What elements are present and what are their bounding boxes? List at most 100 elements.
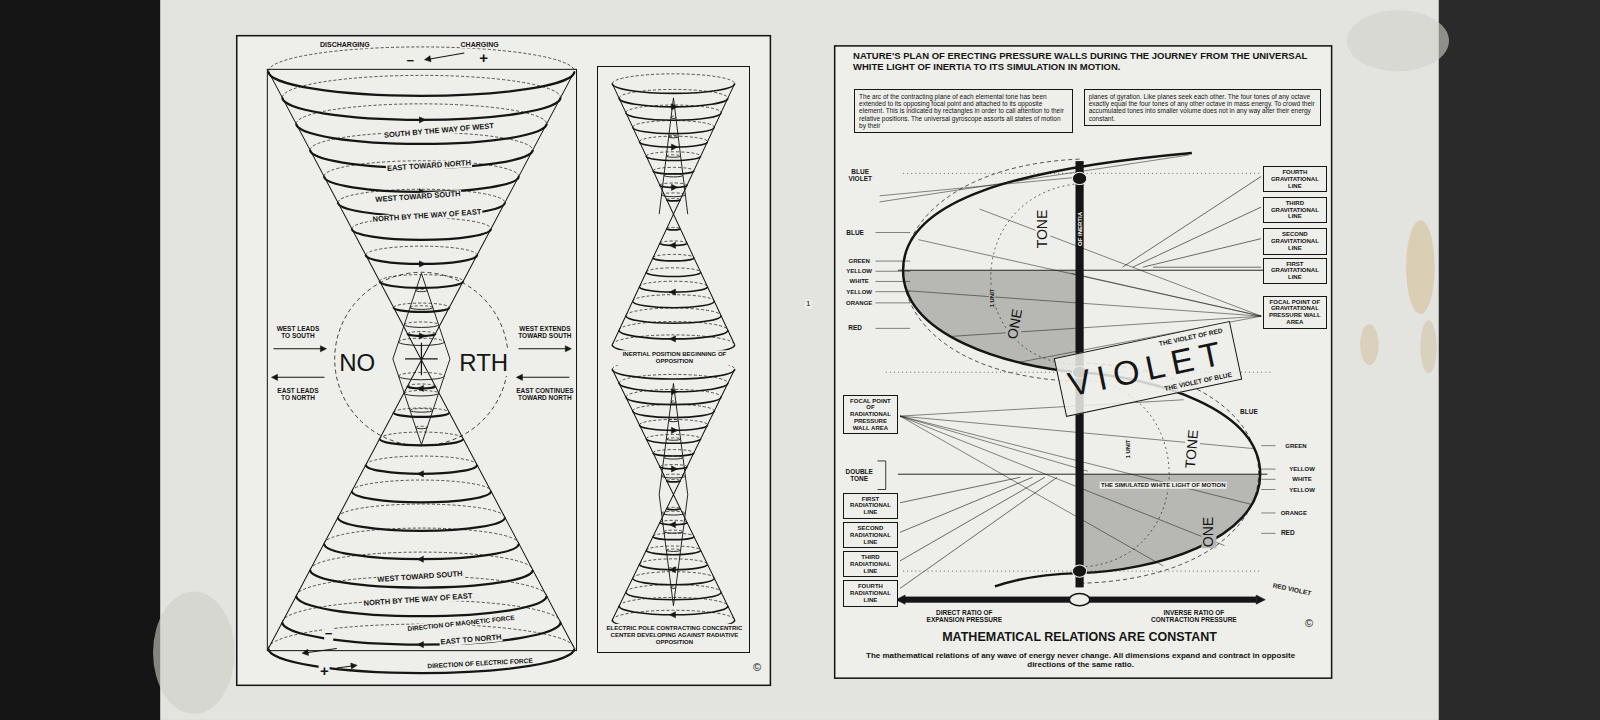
fan-line [900, 416, 1163, 566]
inner-cone [659, 383, 688, 494]
paper [160, 0, 1439, 720]
spiral-front [626, 113, 721, 121]
spiral-back [639, 281, 707, 286]
spiral-arrow [671, 427, 677, 433]
spiral-back [666, 549, 680, 550]
spiral-front [612, 84, 734, 94]
stain [1420, 320, 1436, 373]
arrowhead [424, 56, 431, 62]
spiral-back [639, 559, 707, 564]
stain [1360, 324, 1378, 365]
panel-frame [237, 36, 771, 686]
color-tick [1261, 533, 1275, 534]
ratio-label: DIRECT RATIO OF EXPANSION PRESSURE [916, 609, 1012, 623]
spiral-front [646, 272, 700, 276]
spiral-back [639, 136, 707, 141]
axis-label: THE SIMULATED WHITE LIGHT OF MOTION [1100, 482, 1227, 488]
box-text: SECOND GRAVITATIONAL LINE [1266, 231, 1323, 251]
color-tick [1261, 512, 1275, 513]
spiral-arrow [669, 242, 675, 248]
spiral-front [404, 393, 438, 396]
charge-arrow [306, 649, 337, 653]
leader-line [1153, 267, 1261, 268]
note-box: planes of gyration. Like planes seek eac… [1084, 89, 1322, 126]
spiral-front [671, 587, 676, 588]
note-box: The arc of the contracting plane of each… [854, 89, 1073, 133]
diagram-title: NATURE'S PLAN OF ERECTING PRESSURE WALLS… [853, 51, 1324, 73]
spiral-front [662, 513, 686, 515]
spiral-arrow [671, 184, 677, 190]
spiral-back [633, 121, 715, 128]
spiral-front [394, 308, 450, 312]
arrowhead [320, 346, 326, 352]
spiral-back [667, 227, 681, 228]
tone-label: TONE [1035, 209, 1050, 250]
color-label: RED [847, 325, 863, 332]
direction-arrow [520, 377, 569, 378]
spiral-back [626, 585, 721, 593]
tone-label: TONE [1183, 428, 1202, 470]
inner-curve [991, 184, 1080, 366]
cone-edge [612, 84, 734, 345]
spiral-front [352, 491, 491, 502]
box-text: The arc of the contracting plane of each… [859, 93, 1068, 129]
color-label: YELLOW [1288, 486, 1316, 492]
spiral-front [268, 649, 574, 673]
spiral-back [653, 450, 694, 453]
spiral-back [408, 332, 436, 334]
color-tick [1261, 479, 1275, 480]
line-label-box: FIRST RADIATIONAL LINE [843, 493, 898, 519]
page-number: 1 [805, 300, 811, 309]
axis-label: OF INERTIA [1076, 211, 1082, 247]
spiral-back [646, 152, 700, 156]
box-text: SECOND RADIATIONAL LINE [846, 525, 895, 545]
spiral-front [626, 316, 721, 324]
spiral-arrow [417, 471, 423, 477]
color-label: WHITE [849, 278, 870, 284]
spiral-back [653, 254, 694, 257]
direction-label: EAST LEADS TO NORTH [271, 387, 324, 401]
spiral-back [380, 432, 463, 439]
color-tick [876, 328, 911, 329]
spiral-back [338, 504, 505, 517]
charge-arrow [337, 666, 352, 668]
spiral-back [626, 308, 721, 316]
line-label-box: SECOND GRAVITATIONAL LINE [1263, 228, 1326, 254]
color-label: ORANGE [845, 300, 873, 306]
spiral-front [633, 127, 715, 134]
spiral-front [666, 439, 680, 440]
spiral-back [667, 198, 681, 199]
spiral-back [662, 474, 686, 476]
spiral-front [310, 570, 533, 588]
spiral-back [352, 480, 491, 491]
cone-edge [268, 71, 574, 648]
arrowhead [271, 374, 277, 380]
spiral-back [410, 409, 433, 411]
spiral-back [633, 295, 715, 302]
spiral-back [666, 438, 680, 439]
line-label-box: THIRD GRAVITATIONAL LINE [1263, 197, 1326, 223]
color-label: BLUE [845, 229, 865, 236]
color-label: YELLOW [845, 288, 873, 294]
panel-frame [267, 69, 576, 650]
pole-label: NO [338, 350, 376, 376]
color-tick [1261, 489, 1275, 490]
sign-symbol: + [478, 50, 489, 66]
spiral-arrow [417, 556, 423, 562]
spiral-front [653, 453, 694, 456]
spiral-front [626, 592, 721, 600]
direction-arrow [273, 348, 322, 349]
charge-label: DISCHARGING [319, 41, 371, 49]
backdrop [1439, 0, 1600, 720]
spiral-back [310, 552, 533, 570]
spiral-back [646, 435, 700, 439]
spiral-back [366, 456, 477, 465]
spiral-front [394, 412, 450, 416]
spiral-front [399, 376, 445, 380]
subheading: MATHEMATICAL RELATIONS ARE CONSTANT [941, 632, 1218, 646]
spiral-front [666, 156, 680, 157]
color-label: GREEN [848, 258, 871, 264]
spiral-back [666, 155, 680, 156]
color-tick [1261, 469, 1275, 470]
